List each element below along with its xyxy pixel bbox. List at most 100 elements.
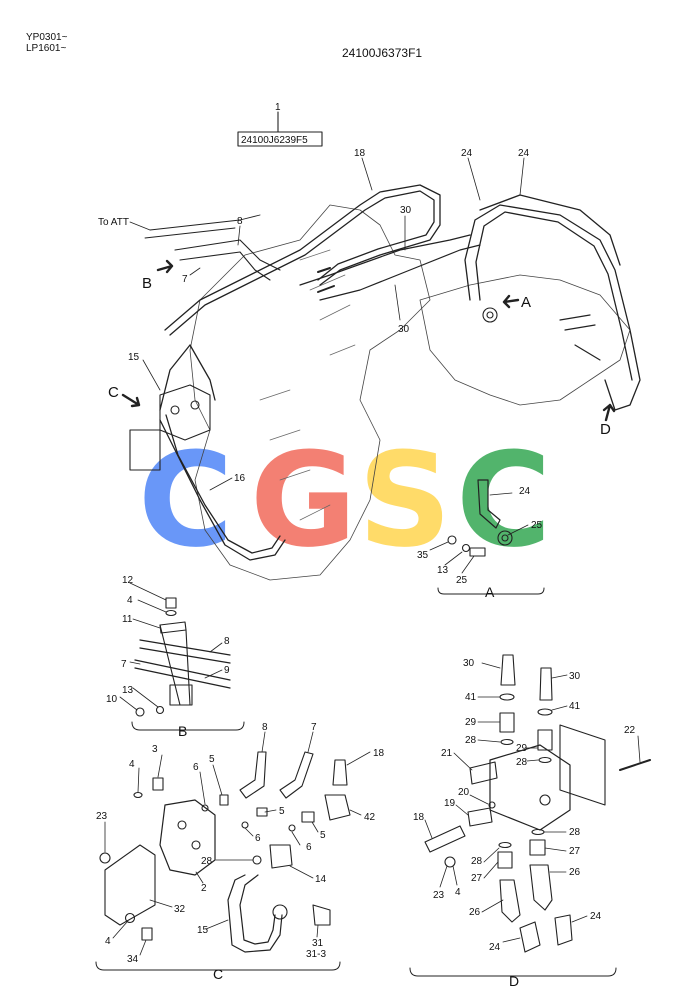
callout-c-6b: 6 (255, 833, 261, 844)
callout-c-8: 8 (262, 722, 268, 733)
leader-to-att (129, 221, 151, 231)
leader-c-6c (291, 831, 301, 846)
leader-24b (519, 157, 525, 196)
detail-d-elbow-26a (529, 864, 553, 911)
leader-c-5a (212, 764, 223, 796)
detail-b-bracket (131, 721, 245, 731)
callout-d-30b: 30 (569, 671, 581, 682)
detail-c-oring-6b (241, 821, 249, 829)
detail-d-bracket (409, 967, 617, 977)
leader-c-5b (264, 809, 277, 813)
detail-c-label: C (213, 966, 223, 982)
detail-a-bolt-35 (447, 535, 457, 545)
leader-18 (361, 157, 373, 191)
detail-d-oring-41a (499, 693, 515, 701)
leader-d-41b (551, 705, 568, 711)
detail-c-nut-23 (99, 852, 111, 864)
detail-c-bracket-32 (104, 844, 156, 926)
fittings-d (559, 314, 601, 361)
pump-housing-outline (419, 274, 631, 406)
leader-c-5c (311, 821, 319, 833)
detail-d-plug-21 (469, 761, 498, 785)
leader-24a (467, 157, 481, 201)
callout-main-18: 18 (354, 148, 366, 159)
valve-port-2 (190, 400, 200, 410)
leader-a-25b (461, 555, 475, 574)
leader-d-26b (481, 899, 504, 913)
leader-d-22 (637, 735, 641, 763)
callout-c-2: 2 (201, 883, 207, 894)
detail-a-clamp-25 (497, 530, 513, 546)
detail-c: 3 4 23 5 6 8 7 18 5 6 5 6 42 28 2 14 32 … (95, 722, 385, 982)
hose-24-left (464, 204, 641, 411)
leader-d-27a (544, 847, 567, 852)
callout-c-34: 34 (127, 954, 139, 965)
detail-d-oring-20 (488, 801, 496, 809)
callout-b-10: 10 (106, 694, 118, 705)
callout-main-16: 16 (234, 473, 246, 484)
callout-main-30b: 30 (398, 324, 410, 335)
callout-c-5b: 5 (279, 806, 285, 817)
leader-c-3 (157, 754, 163, 778)
detail-c-hose-18 (332, 759, 348, 786)
label-to-att: To ATT (98, 217, 129, 228)
callout-d-41a: 41 (465, 692, 477, 703)
leader-c-14 (289, 865, 314, 879)
callout-c-6c: 6 (306, 842, 312, 853)
hose-18-inner (169, 190, 435, 336)
serial-range-2: LP1601~ (26, 43, 67, 54)
detail-b-washer-4 (165, 609, 177, 617)
detail-c-pipe-15 (227, 874, 283, 953)
detail-d-fitting-19 (467, 807, 493, 827)
leader-c-6b (244, 827, 254, 837)
leader-b-8 (209, 642, 223, 653)
detail-b-label: B (178, 723, 187, 739)
detail-d-oring-28c (531, 828, 545, 836)
callout-d-28c: 28 (569, 827, 581, 838)
detail-b-pipe-7 (134, 659, 231, 689)
leader-8 (237, 225, 241, 246)
callout-c-5c: 5 (320, 830, 326, 841)
view-arrow-a (502, 294, 520, 309)
pipe-16 (165, 414, 281, 554)
view-mark-c: C (108, 384, 119, 401)
callout-b-11: 11 (122, 614, 133, 625)
detail-a-bracket (437, 587, 545, 595)
callout-main-15: 15 (128, 352, 140, 363)
detail-c-bracket (95, 961, 341, 971)
callout-d-4: 4 (455, 887, 461, 898)
detail-d-label: D (509, 973, 519, 989)
detail-b-bolt-10 (135, 707, 145, 717)
hose-30-lower (319, 244, 481, 301)
leader-d-4 (452, 865, 458, 886)
detail-d-fitting-27b (497, 851, 513, 869)
leader-a-24 (489, 492, 513, 496)
detail-d-fitting-29a (499, 712, 515, 733)
callout-d-28b: 28 (516, 757, 528, 768)
detail-d-oring-28b (538, 756, 552, 764)
hose-24-right (479, 194, 621, 266)
watermark-letter-1: C (138, 424, 233, 576)
detail-c-nut-31 (272, 904, 288, 920)
detail-b-bolt-12 (165, 597, 177, 609)
detail-c-elbow-8 (239, 751, 267, 799)
callout-d-41b: 41 (569, 701, 581, 712)
detail-d-hose-30b (539, 667, 553, 701)
detail-a-clamp-bore (501, 534, 509, 542)
leader-d-18 (424, 819, 433, 839)
detail-c-port-2 (191, 840, 201, 850)
main-assembly-view: 1 24100J6239F5 (98, 102, 641, 581)
engine-hatching (259, 249, 356, 521)
callout-b-9: 9 (224, 665, 230, 676)
leader-d-23 (439, 865, 448, 888)
leader-d-24b (571, 915, 588, 923)
callout-c-3: 3 (152, 744, 158, 755)
callout-d-27b: 27 (471, 873, 483, 884)
callout-d-28a: 28 (465, 735, 477, 746)
detail-c-connector-31-3 (312, 904, 331, 926)
callout-c-18: 18 (373, 748, 385, 759)
leader-d-21 (453, 752, 473, 771)
detail-c-washer-4b (124, 912, 136, 924)
leader-d-30b (551, 674, 568, 679)
detail-c-elbow-14 (269, 844, 293, 869)
